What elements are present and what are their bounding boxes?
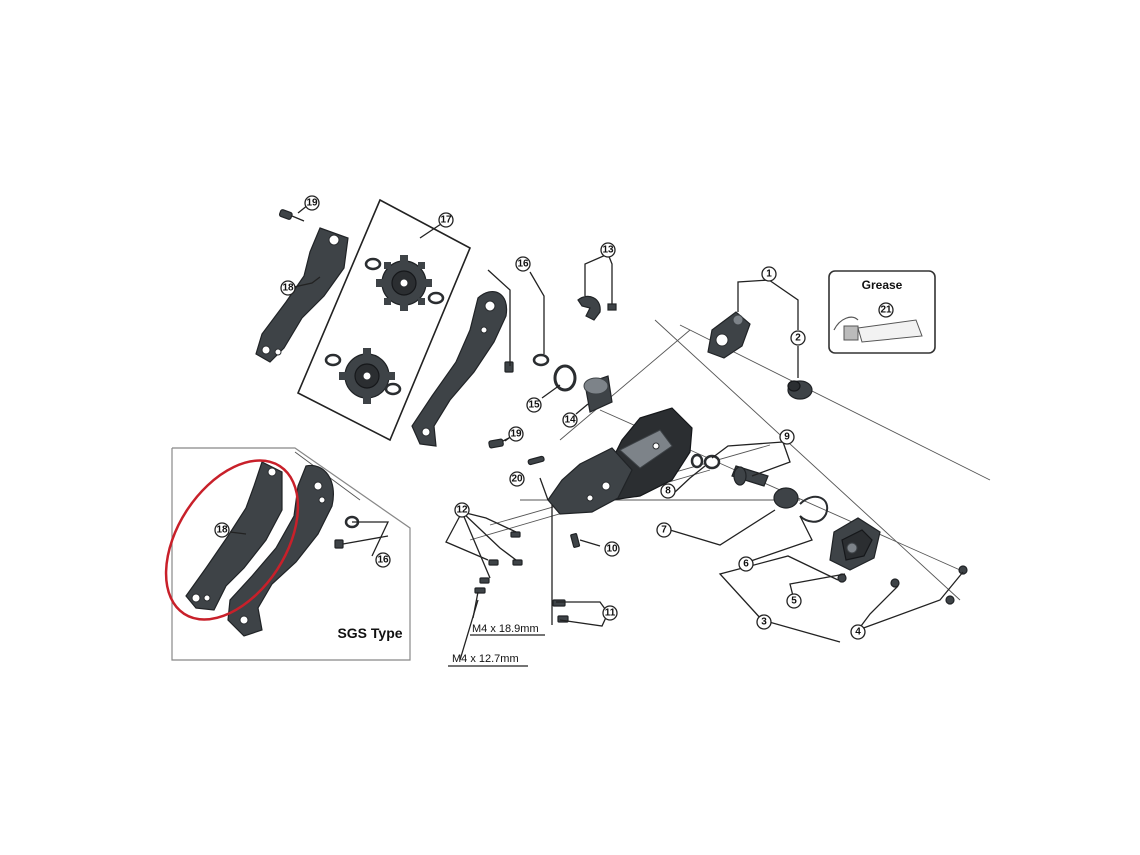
pulley-washer xyxy=(324,353,342,367)
cable-bolt xyxy=(527,455,545,466)
cage-stopper-parts xyxy=(504,353,550,373)
adjust-cap xyxy=(773,487,829,523)
callout-6: 6 xyxy=(738,556,754,572)
callout-4: 4 xyxy=(850,624,866,640)
svg-text:14: 14 xyxy=(564,415,576,426)
callout-16-sgs: 16 xyxy=(375,552,391,568)
callout-19-top: 19 xyxy=(304,195,320,211)
callout-10: 10 xyxy=(604,541,620,557)
callout-9: 9 xyxy=(779,429,795,445)
svg-text:6: 6 xyxy=(743,559,749,570)
b-axle-spring xyxy=(690,453,769,487)
bolt-length-short-label: M4 x 12.7mm xyxy=(452,653,519,665)
clutch-unit xyxy=(829,517,881,571)
clutch-screws xyxy=(837,565,968,605)
callout-18-main: 18 xyxy=(280,280,296,296)
svg-text:13: 13 xyxy=(602,245,614,256)
callout-15: 15 xyxy=(526,397,542,413)
spring-case xyxy=(583,375,613,413)
callout-20: 20 xyxy=(509,471,525,487)
svg-text:16: 16 xyxy=(377,555,389,566)
svg-text:4: 4 xyxy=(855,627,861,638)
bolt-length-long-label: M4 x 18.9mm xyxy=(472,623,539,635)
pulley-washer xyxy=(427,291,445,305)
svg-text:16: 16 xyxy=(517,259,529,270)
pulley-kit-frame xyxy=(296,198,472,442)
callout-19-lower: 19 xyxy=(508,426,524,442)
svg-text:19: 19 xyxy=(510,429,522,440)
grease-box-title: Grease xyxy=(862,278,903,292)
callout-21: 21 xyxy=(878,302,894,318)
svg-text:11: 11 xyxy=(605,608,616,619)
svg-text:5: 5 xyxy=(791,596,797,607)
sgs-type-title: SGS Type xyxy=(337,625,402,641)
cage-bolt-top xyxy=(278,209,305,222)
sgs-inner-cage-plate xyxy=(185,461,283,611)
cage-bolt-lower xyxy=(488,437,510,449)
callout-14: 14 xyxy=(562,412,578,428)
sgs-stopper-parts xyxy=(334,515,360,549)
cable-clip xyxy=(577,295,617,321)
sgs-type-box: SGS Type xyxy=(164,447,411,661)
svg-text:3: 3 xyxy=(761,617,767,628)
svg-text:8: 8 xyxy=(665,486,671,497)
highlight-ring xyxy=(164,459,300,621)
leader-16-upper-b xyxy=(529,271,545,354)
adjust-screws xyxy=(474,531,581,623)
svg-text:20: 20 xyxy=(511,474,523,485)
bracket-axle-unit xyxy=(707,311,751,359)
svg-text:18: 18 xyxy=(282,283,294,294)
callout-2: 2 xyxy=(790,330,806,346)
callout-7: 7 xyxy=(656,522,672,538)
svg-text:2: 2 xyxy=(795,333,801,344)
svg-text:19: 19 xyxy=(306,198,318,209)
tension-pulley xyxy=(339,348,395,404)
callout-5: 5 xyxy=(786,593,802,609)
callout-8: 8 xyxy=(660,483,676,499)
inner-cage-plate xyxy=(255,227,349,363)
leader-16-upper-a xyxy=(487,269,511,366)
callout-11: 11 xyxy=(602,605,618,621)
guide-pulley xyxy=(376,255,432,311)
derailleur-body xyxy=(547,407,693,515)
svg-text:21: 21 xyxy=(880,305,892,316)
sgs-outer-cage-plate xyxy=(227,464,334,637)
svg-text:17: 17 xyxy=(440,215,452,226)
bracket-nut xyxy=(787,380,813,400)
outer-cage-plate xyxy=(411,291,508,447)
svg-text:10: 10 xyxy=(606,544,618,555)
callout-12: 12 xyxy=(454,502,470,518)
svg-text:9: 9 xyxy=(784,432,790,443)
pulley-washer xyxy=(364,257,382,271)
callout-13: 13 xyxy=(600,242,616,258)
callout-18-sgs: 18 xyxy=(214,522,230,538)
grease-tube-icon xyxy=(833,316,923,343)
callout-3: 3 xyxy=(756,614,772,630)
svg-text:7: 7 xyxy=(661,525,667,536)
callout-1: 1 xyxy=(761,266,777,282)
leader-lines xyxy=(293,204,964,667)
pulley-washer xyxy=(384,382,402,396)
snap-ring xyxy=(553,364,577,392)
svg-text:12: 12 xyxy=(456,505,468,516)
callout-17: 17 xyxy=(438,212,454,228)
callout-16-main: 16 xyxy=(515,256,531,272)
svg-text:1: 1 xyxy=(766,269,772,280)
svg-text:18: 18 xyxy=(216,525,228,536)
svg-text:15: 15 xyxy=(528,400,540,411)
